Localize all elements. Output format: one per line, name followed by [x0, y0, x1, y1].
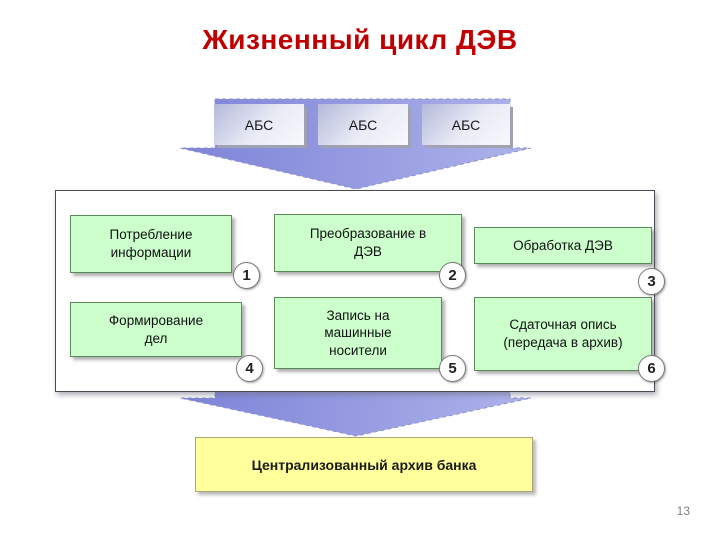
stage-label-5: Запись на машинные носители [324, 307, 392, 358]
stage-number-1: 1 [242, 267, 251, 284]
stage-box-4: Формирование дел [70, 302, 242, 357]
stage-number-badge-1: 1 [233, 262, 260, 289]
stage-number-badge-6: 6 [638, 355, 665, 382]
stage-box-3: Обработка ДЭВ [474, 227, 652, 264]
stage-box-6: Сдаточная опись (передача в архив) [474, 297, 652, 371]
stage-label-1: Потребление информации [109, 227, 193, 260]
source-box-3: АБС [422, 104, 510, 145]
stage-number-5: 5 [448, 360, 457, 377]
source-box-2: АБС [318, 104, 408, 145]
stage-box-2: Преобразование в ДЭВ [274, 214, 462, 272]
stage-label-6: Сдаточная опись (передача в архив) [503, 317, 623, 350]
stage-label-2: Преобразование в ДЭВ [309, 226, 427, 259]
stage-number-6: 6 [647, 360, 656, 377]
slide-title: Жизненный цикл ДЭВ [202, 24, 518, 55]
stage-number-3: 3 [647, 273, 656, 290]
down-arrow-bottom-icon [179, 387, 532, 437]
stage-label-4: Формирование дел [108, 312, 204, 346]
stage-box-5: Запись на машинные носители [274, 297, 442, 369]
stage-number-badge-2: 2 [439, 262, 466, 289]
stage-number-badge-3: 3 [638, 268, 665, 295]
source-label-2: АБС [348, 116, 378, 133]
stage-label-3: Обработка ДЭВ [513, 237, 613, 253]
source-box-1: АБС [214, 104, 304, 145]
archive-label: Централизованный архив банка [251, 456, 477, 473]
stage-box-1: Потребление информации [70, 215, 232, 273]
page-number: 13 [676, 504, 690, 518]
source-label-3: АБС [451, 116, 481, 133]
stage-number-2: 2 [448, 267, 457, 284]
stage-number-badge-4: 4 [236, 355, 263, 382]
stage-number-badge-5: 5 [439, 355, 466, 382]
source-label-1: АБС [244, 116, 274, 133]
archive-box: Централизованный архив банка [195, 437, 533, 492]
stage-number-4: 4 [245, 360, 254, 377]
